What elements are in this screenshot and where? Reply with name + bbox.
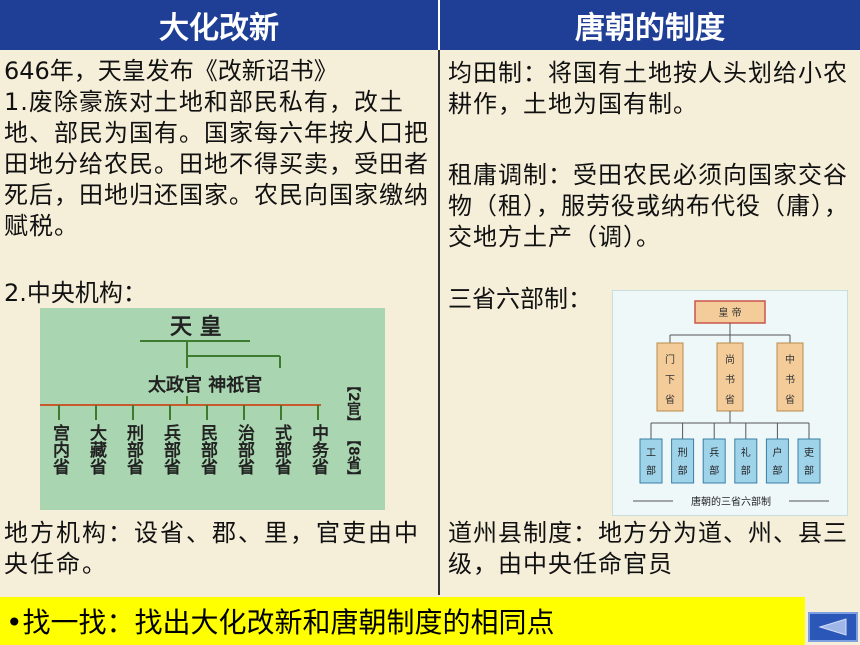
- province-label-char: 尚: [725, 353, 735, 366]
- tang-ministry-box: [734, 438, 758, 484]
- tang-ministry-label-char: 部: [772, 464, 782, 477]
- tang-ministry-box: [671, 438, 695, 484]
- tang-ministry-label-char: 部: [678, 464, 688, 477]
- tang-ministry-box: [702, 438, 726, 484]
- ministry-label: 刑部省: [123, 424, 145, 476]
- right-column: 均田制：将国有土地按人头划给小农耕作，土地为国有制。 租庸调制：受田农民必须向国…: [440, 50, 860, 595]
- province-label-char: 省: [785, 393, 795, 406]
- ministry-label: 兵部省: [160, 423, 182, 476]
- province-label-char: 书: [725, 374, 735, 386]
- japan-central-diagram: 天 皇 太政官 神祇官 宫内省大藏省刑部省兵部省民部省治部省式部省中务省 【2官…: [40, 308, 385, 510]
- province-label-char: 下: [665, 375, 675, 386]
- province-box: [656, 342, 684, 412]
- tang-ministry-label-char: 刑: [678, 446, 688, 459]
- tang-ministry-label-char: 礼: [741, 446, 751, 459]
- right-sansheng-label: 三省六部制：: [448, 285, 592, 313]
- side-label-two-offices: 【2官】: [345, 378, 361, 430]
- ministry-label: 民部省: [197, 424, 219, 476]
- tang-three-departments-diagram: 皇 帝 门下省尚书省中书省 工部刑部兵部礼部户部吏部 唐朝的三省六部制: [612, 290, 848, 516]
- diagram-emperor-label: 天 皇: [170, 314, 222, 340]
- tang-ministry-label-char: 部: [646, 464, 656, 477]
- task-prompt: •找一找：找出大化改新和唐朝制度的相同点: [0, 597, 805, 645]
- tang-ministry-label-char: 工: [646, 448, 656, 459]
- header-tang-system: 唐朝的制度: [440, 0, 860, 50]
- header-left-title: 大化改新: [159, 11, 279, 46]
- ministry-label: 中务省: [308, 423, 330, 476]
- ministry-label: 治部省: [234, 423, 256, 476]
- japan-central-diagram-svg: 天 皇 太政官 神祇官 宫内省大藏省刑部省兵部省民部省治部省式部省中务省 【2官…: [40, 314, 362, 484]
- province-label-char: 省: [665, 393, 675, 406]
- left-item-1: 1.废除豪族对土地和部民私有，改土地、部民为国有。国家每六年按人口把田地分给农民…: [4, 88, 429, 240]
- left-intro: 646年，天皇发布《改新诏书》: [4, 57, 338, 85]
- task-prompt-text: •找一找：找出大化改新和唐朝制度的相同点: [6, 606, 555, 639]
- tang-ministry-box: [797, 438, 821, 484]
- side-label-eight-ministries: 【8省】: [345, 432, 362, 484]
- tang-ministry-label-char: 部: [741, 464, 751, 477]
- emperor-box-label: 皇 帝: [718, 306, 741, 319]
- ministry-label: 式部省: [271, 423, 293, 476]
- right-juntian: 均田制：将国有土地按人头划给小农耕作，土地为国有制。: [448, 59, 848, 118]
- diagram-council-label: 太政官 神祇官: [148, 374, 262, 396]
- right-daozhouxian: 道州县制度：地方分为道、州、县三级，由中央任命官员: [448, 519, 848, 578]
- tang-diagram-caption: 唐朝的三省六部制: [691, 495, 771, 508]
- header-dahua-reform: 大化改新: [0, 0, 440, 50]
- province-label-char: 门: [665, 353, 675, 366]
- province-label-char: 中: [785, 353, 795, 366]
- ministry-list: 宫内省大藏省刑部省兵部省民部省治部省式部省中务省: [49, 405, 330, 476]
- left-triangle-icon: [818, 618, 847, 636]
- previous-slide-button[interactable]: [808, 612, 858, 642]
- left-column: 646年，天皇发布《改新诏书》 1.废除豪族对土地和部民私有，改土地、部民为国有…: [0, 50, 440, 595]
- province-box: [776, 342, 804, 412]
- ministry-label: 宫内省: [49, 423, 71, 476]
- tang-ministry-label-char: 部: [709, 464, 719, 477]
- tang-ministry-box: [639, 438, 663, 484]
- province-label-char: 书: [785, 374, 795, 386]
- tang-ministry-label-char: 兵: [709, 446, 719, 459]
- header-right-title: 唐朝的制度: [575, 11, 725, 46]
- tang-ministry-label-char: 户: [772, 446, 782, 459]
- right-zuyongdiao: 租庸调制：受田农民必须向国家交谷物（租），服劳役或纳布代役（庸），交地方土产（调…: [448, 161, 849, 251]
- tang-ministry-label-char: 吏: [804, 446, 814, 459]
- left-item-2-title: 2.中央机构：: [4, 279, 147, 307]
- tang-ministry-box: [765, 438, 789, 484]
- tang-ministry-label-char: 部: [804, 464, 814, 477]
- ministry-label: 大藏省: [86, 423, 108, 476]
- left-local-organs: 地方机构：设省、郡、里，官吏由中央任命。: [4, 519, 420, 578]
- province-label-char: 省: [725, 393, 735, 406]
